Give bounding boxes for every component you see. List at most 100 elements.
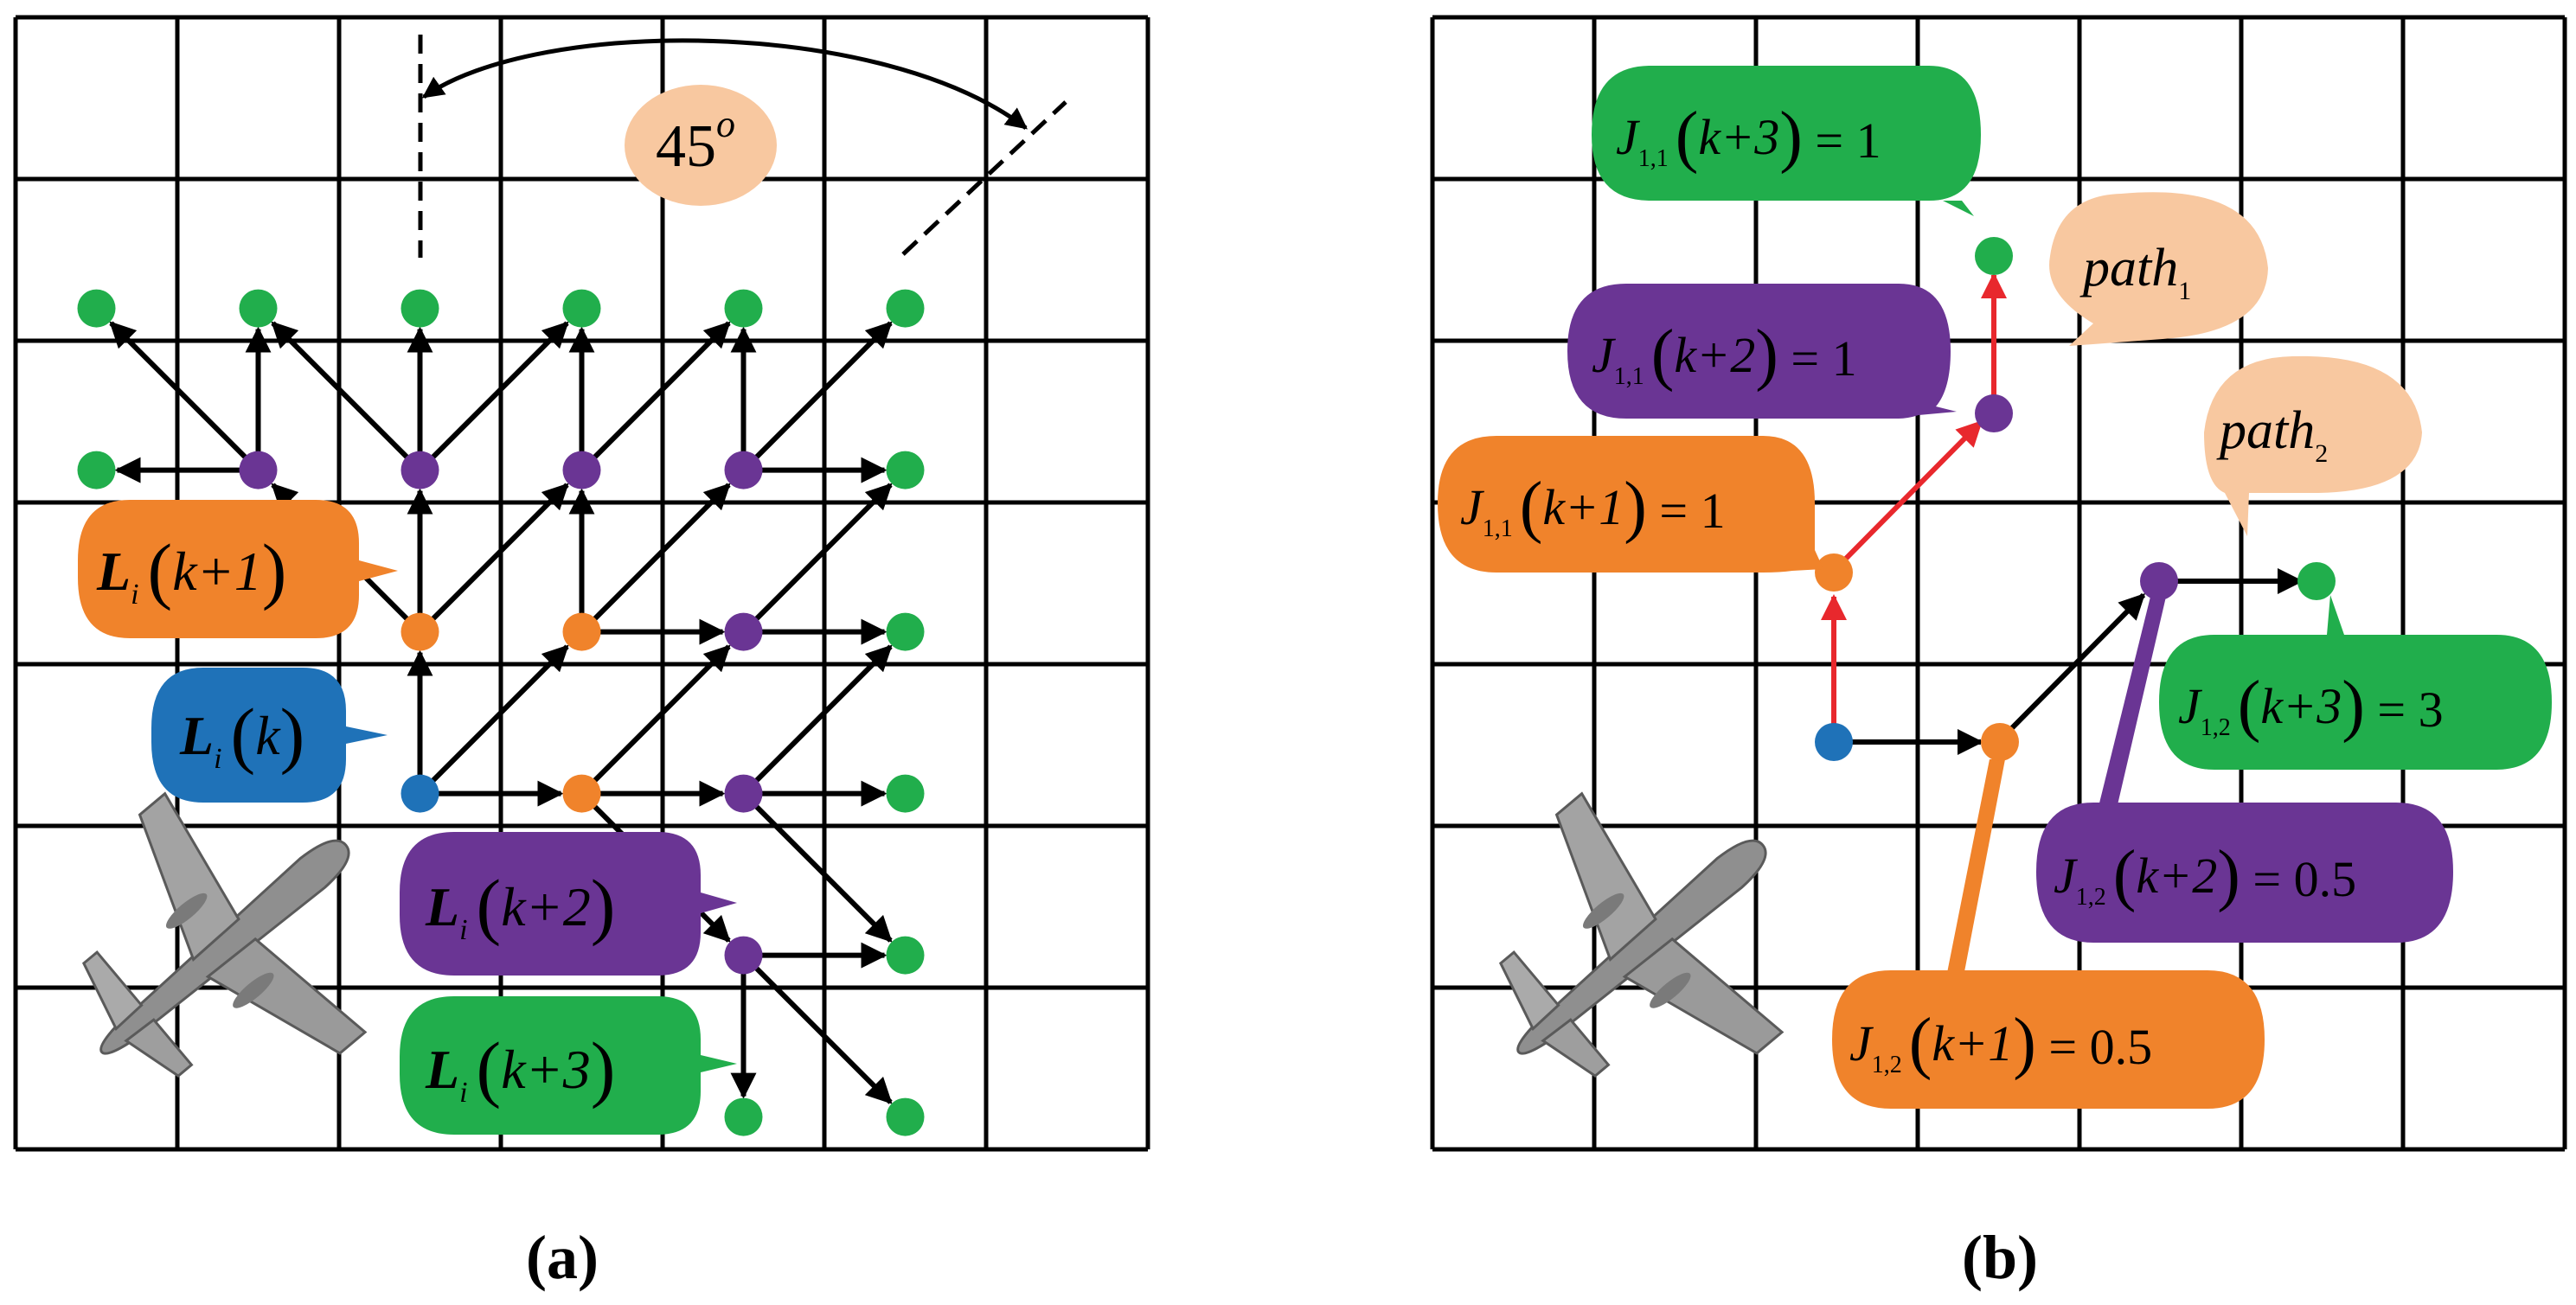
- edge-p6-g11: [753, 803, 893, 943]
- nodes-a: [77, 289, 925, 1136]
- node-green-b1: [1975, 237, 2013, 275]
- angle-arc: [421, 38, 1028, 130]
- label-L-k: Li(k): [179, 693, 304, 776]
- label-path1: path1: [2079, 239, 2191, 305]
- callout-L-k-plus-1: Li(k+1): [78, 500, 398, 638]
- label-J12-k2: J1,2(k+2) = 0.5: [2054, 837, 2356, 913]
- edge-o2-p4: [592, 483, 731, 622]
- edge-p3-g5: [592, 321, 731, 460]
- node-p4: [724, 451, 763, 489]
- plane-a-wing-right: [205, 937, 368, 1055]
- node-purple-b1: [1975, 394, 2013, 432]
- label-J11-k2: J1,1(k+2) = 1: [1592, 317, 1857, 393]
- label-L-k-plus-1: Li(k+1): [96, 528, 286, 611]
- callout-J11-k1: J1,1(k+1) = 1: [1438, 436, 1823, 573]
- plane-b-fuselage: [1516, 839, 1767, 1055]
- node-o1: [400, 612, 439, 651]
- edge-p2-g4: [430, 321, 569, 460]
- angle-superscript: o: [716, 103, 735, 145]
- edge-p7-g13: [753, 965, 893, 1104]
- pointer-J12-k2: [2092, 597, 2166, 835]
- edge-o3-p5: [592, 644, 731, 784]
- edge-p6-g9: [753, 644, 893, 784]
- node-g1: [77, 289, 116, 328]
- node-purple-b2: [2140, 562, 2178, 600]
- edge-p4-g6: [753, 321, 893, 460]
- node-g13: [886, 1097, 925, 1136]
- edges-b: [1821, 272, 2304, 755]
- nodes-b: [1815, 237, 2336, 761]
- panel-a: 45o Li(k+1) Li(k) Li(k+2) Li(k+3): [13, 15, 1150, 1292]
- callout-J11-k2: J1,1(k+2) = 1: [1567, 284, 1957, 419]
- plane-a-engine-left: [165, 892, 208, 929]
- plane-b-wing-left: [1554, 791, 1657, 962]
- node-g8: [886, 451, 925, 489]
- label-L-k-plus-3: Li(k+3): [425, 1027, 615, 1110]
- label-J12-k1: J1,2(k+1) = 0.5: [1849, 1005, 2152, 1081]
- edge-b-o2: [430, 644, 569, 784]
- angle-marker: 45o: [418, 35, 1067, 258]
- plane-b-engine-left: [1582, 892, 1624, 929]
- label-J11-k1: J1,1(k+1) = 1: [1460, 469, 1726, 545]
- angle-label: 45o: [656, 103, 735, 180]
- node-g2: [239, 289, 278, 328]
- node-g3: [400, 289, 439, 328]
- node-b: [400, 774, 439, 813]
- node-g12: [724, 1097, 763, 1136]
- edge-o1-p3: [430, 483, 569, 622]
- label-J11-k3: J1,1(k+3) = 1: [1616, 99, 1881, 175]
- label-L-k-plus-2: Li(k+2): [425, 864, 615, 947]
- callout-J12-k2: J1,2(k+2) = 0.5: [2036, 803, 2453, 943]
- node-g7: [77, 451, 116, 489]
- callout-L-k: Li(k): [151, 668, 388, 803]
- panel-b: J1,1(k+3) = 1 J1,1(k+2) = 1 J1,1(k+1) = …: [1430, 15, 2567, 1292]
- angle-bubble: [625, 85, 777, 206]
- node-g6: [886, 289, 925, 328]
- label-path2: path2: [2216, 401, 2328, 468]
- plane-b-wing-right: [1622, 937, 1785, 1055]
- node-g9: [886, 612, 925, 651]
- callout-J11-k3: J1,1(k+3) = 1: [1592, 66, 1981, 216]
- node-p7: [724, 936, 763, 975]
- node-orange-b2: [1981, 723, 2019, 761]
- airplane-a: [81, 791, 368, 1078]
- caption-b: (b): [1962, 1223, 2038, 1292]
- node-p1: [239, 451, 278, 489]
- node-orange-b1: [1815, 553, 1853, 592]
- bubble-path1: path1: [2049, 192, 2268, 346]
- node-o3: [562, 774, 601, 813]
- node-o2: [562, 612, 601, 651]
- diagonal-reference-line: [901, 100, 1067, 256]
- plane-b-body: [1498, 791, 1785, 1078]
- caption-a: (a): [526, 1223, 599, 1292]
- edge-p1-g1: [109, 321, 248, 460]
- callout-L-k-plus-2: Li(k+2): [400, 832, 737, 976]
- edge-p2-g2: [271, 321, 410, 460]
- callout-J12-k1: J1,2(k+1) = 0.5: [1832, 970, 2265, 1109]
- node-g5: [724, 289, 763, 328]
- plane-a-body: [81, 791, 368, 1078]
- callout-J12-k3: J1,2(k+3) = 3: [2159, 595, 2552, 770]
- plane-b-engine-right: [1650, 972, 1691, 1008]
- red-edge-2: [1831, 419, 1983, 573]
- node-p3: [562, 451, 601, 489]
- node-p5: [724, 612, 763, 651]
- plane-b-tail-left: [1498, 950, 1560, 1032]
- plane-b-tail-right: [1541, 1018, 1611, 1078]
- edges-a: [109, 321, 893, 1104]
- node-g10: [886, 774, 925, 813]
- plane-a-wing-left: [138, 791, 240, 962]
- node-g11: [886, 936, 925, 975]
- node-p2: [400, 451, 439, 489]
- label-J12-k3: J1,2(k+3) = 3: [2178, 668, 2444, 744]
- black-edge-2: [1996, 592, 2146, 745]
- airplane-b: [1498, 791, 1785, 1078]
- node-p6: [724, 774, 763, 813]
- plane-a-fuselage: [99, 839, 350, 1055]
- bubble-path2: path2: [2204, 355, 2422, 536]
- pointer-J12-k1: [1942, 759, 2005, 999]
- node-g4: [562, 289, 601, 328]
- plane-a-engine-right: [233, 972, 274, 1008]
- callout-L-k-plus-3: Li(k+3): [400, 996, 737, 1135]
